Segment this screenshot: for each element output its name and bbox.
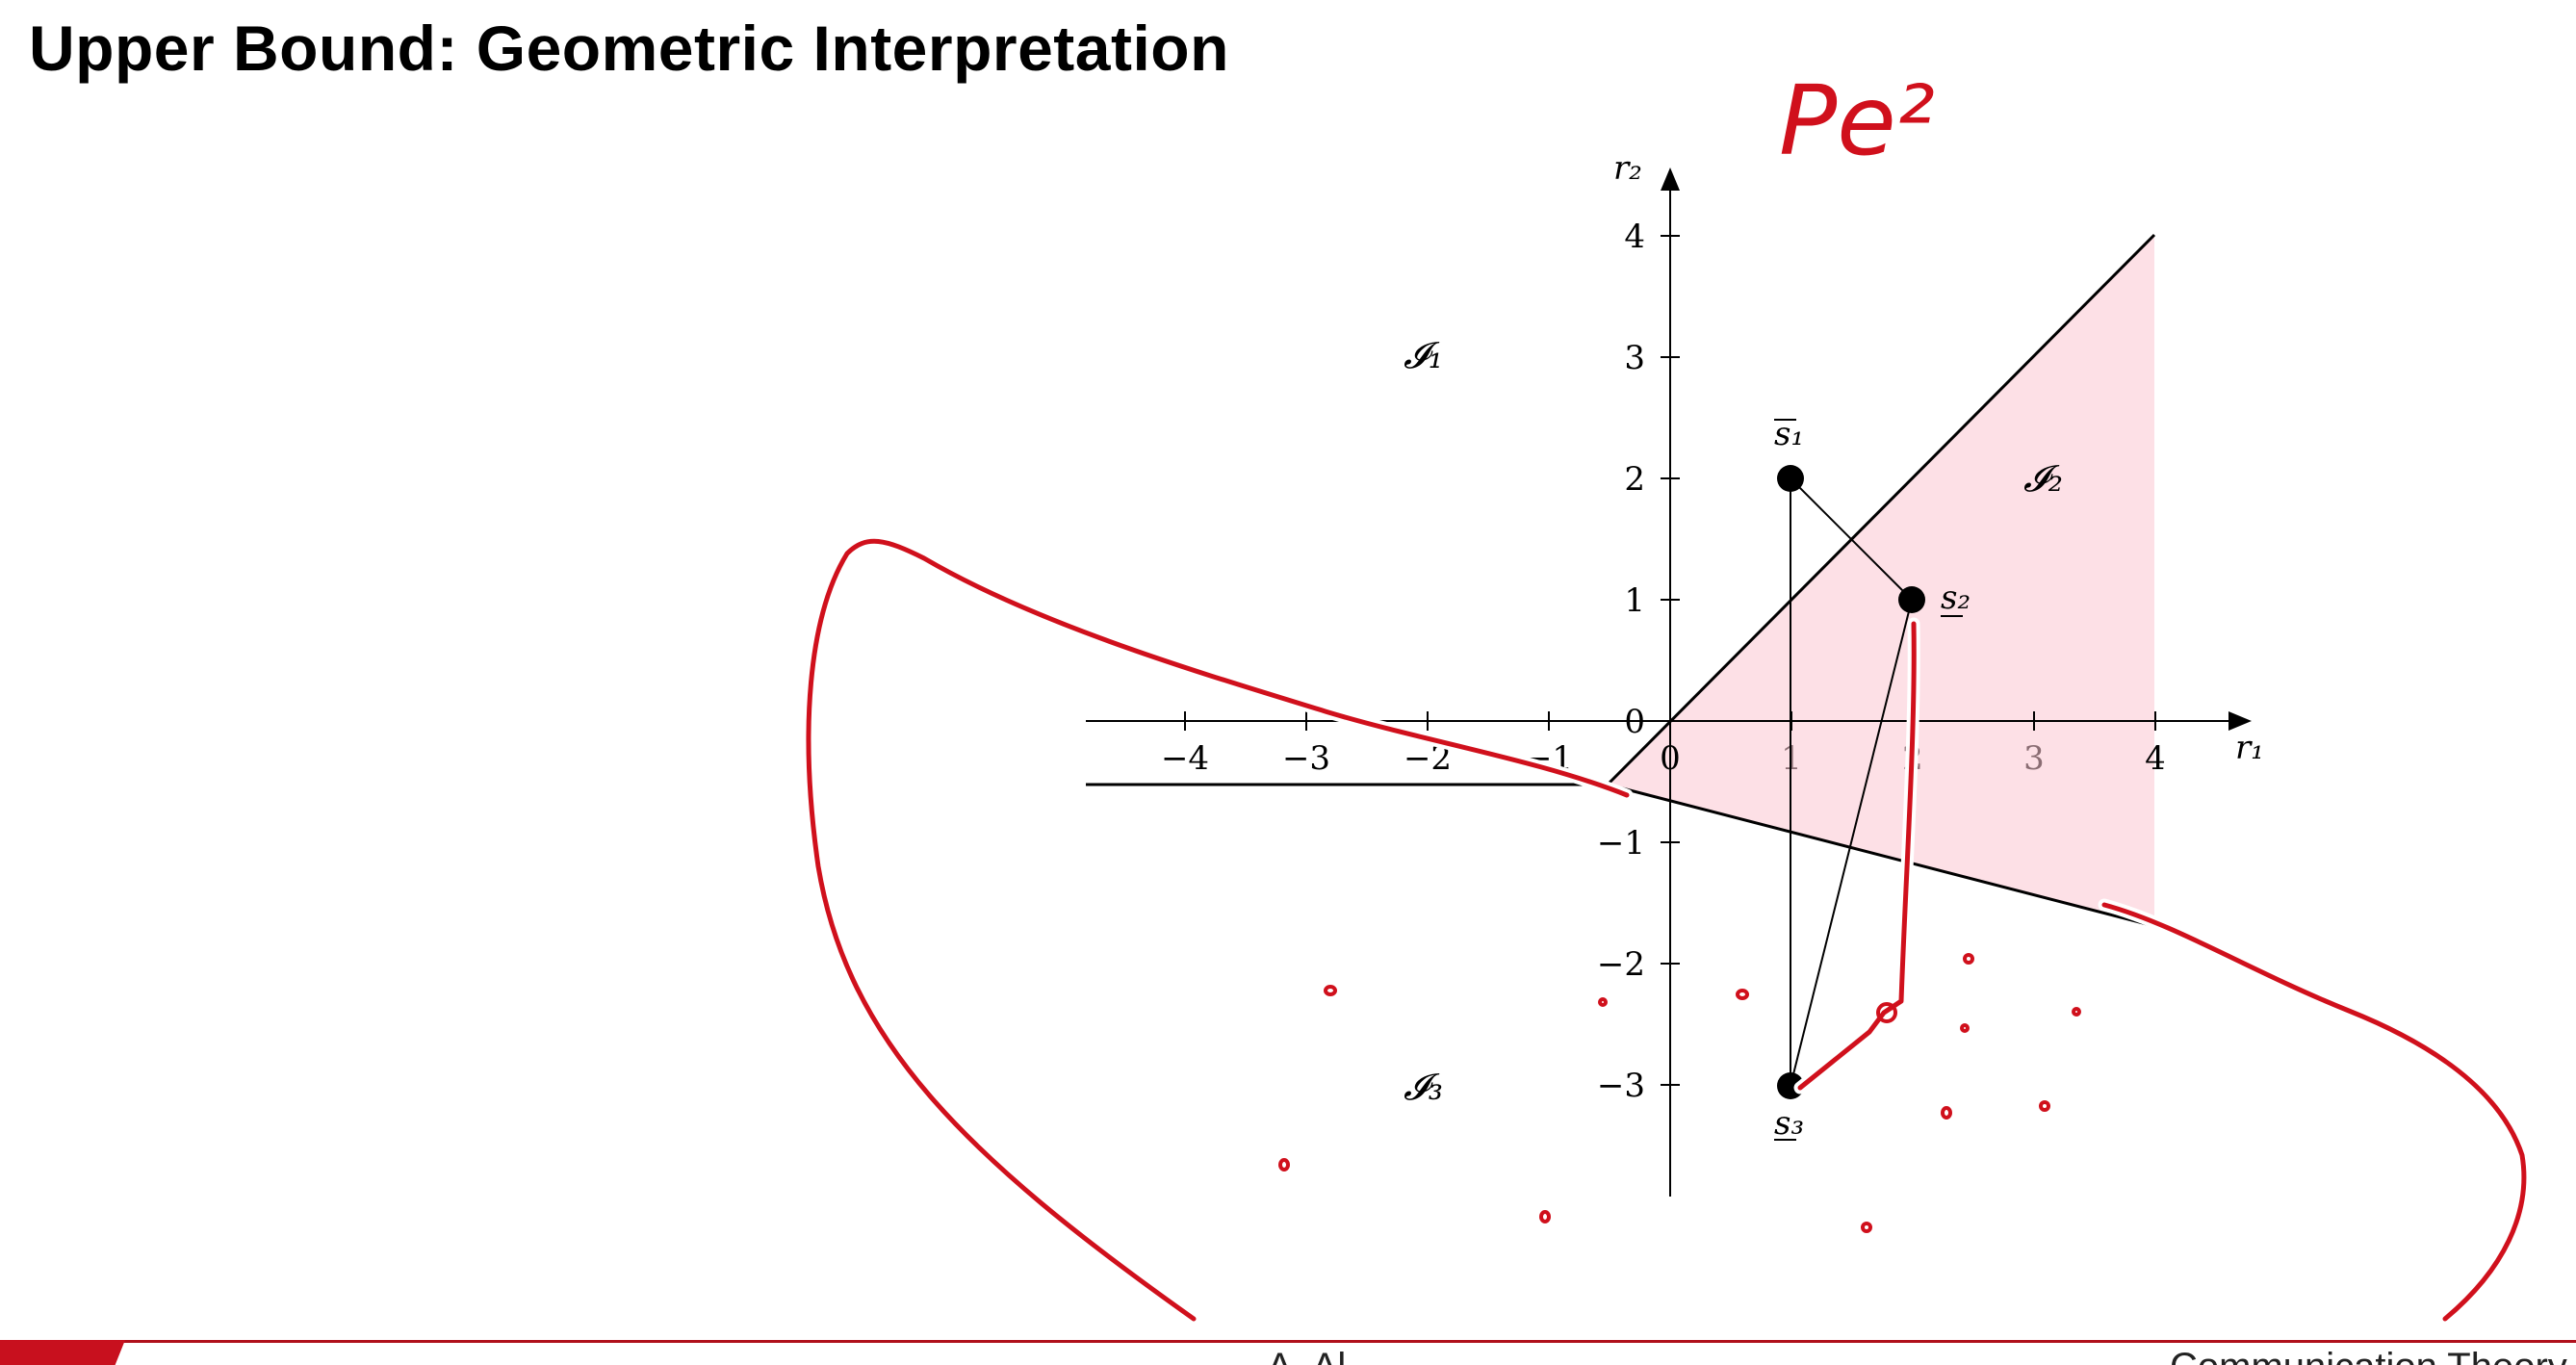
region-label-i3: 𝓘₃ bbox=[1404, 1066, 1443, 1108]
x-tick-label: 0 bbox=[1660, 739, 1681, 778]
point-s2 bbox=[1898, 586, 1925, 613]
point-label-s1: s₁ bbox=[1774, 415, 1804, 453]
svg-text:Pe²: Pe² bbox=[1779, 64, 1935, 177]
y-axis-label: r₂ bbox=[1613, 149, 1642, 188]
slide-footer: A. Al... Communication Theory I bbox=[0, 1340, 2576, 1365]
y-tick-label: 2 bbox=[1624, 460, 1645, 499]
boundary-lower bbox=[1607, 783, 2155, 928]
x-tick-label: 3 bbox=[2023, 739, 2045, 778]
ink-dots bbox=[1278, 953, 2081, 1233]
y-tick-label: 0 bbox=[1624, 703, 1645, 741]
x-tick-label: −3 bbox=[1282, 739, 1330, 778]
x-axis-label: r₁ bbox=[2235, 729, 2264, 767]
x-tick-label: −4 bbox=[1161, 739, 1209, 778]
svg-text:s₂: s₂ bbox=[1941, 579, 1971, 617]
y-tick-label: 4 bbox=[1624, 218, 1645, 256]
footer-rule bbox=[0, 1340, 2576, 1343]
boundary-diagonal bbox=[1606, 233, 2156, 786]
edge-s2-s3 bbox=[1790, 599, 1913, 1087]
ink-lasso-left bbox=[802, 534, 1634, 1326]
y-tick-label: −1 bbox=[1597, 824, 1645, 863]
region-i2-fill bbox=[1608, 235, 2154, 926]
handwritten-pe-squared: Pe² bbox=[1779, 64, 1935, 177]
ink-annotations bbox=[802, 534, 2531, 1326]
y-tick-label: 3 bbox=[1624, 339, 1645, 377]
ink-lasso-right bbox=[2098, 898, 2531, 1326]
region-label-i1: 𝓘₁ bbox=[1404, 334, 1443, 376]
svg-text:s₃: s₃ bbox=[1774, 1104, 1804, 1143]
y-tick-marks: 4 3 2 1 0 −1 −2 −3 bbox=[1597, 218, 1680, 1105]
footer-author: A. Al... bbox=[1267, 1346, 1378, 1365]
y-tick-label: 1 bbox=[1624, 581, 1645, 620]
footer-brand-tab bbox=[0, 1340, 125, 1365]
point-label-s3: s₃ bbox=[1774, 1104, 1804, 1143]
slide-title: Upper Bound: Geometric Interpretation bbox=[29, 13, 1229, 84]
point-s1 bbox=[1777, 465, 1804, 492]
point-label-s2: s₂ bbox=[1941, 579, 1971, 617]
x-tick-label: 4 bbox=[2145, 739, 2166, 778]
edge-s1-s2 bbox=[1790, 477, 1913, 601]
y-tick-label: −2 bbox=[1597, 945, 1645, 984]
footer-course: Communication Theory I bbox=[2170, 1346, 2576, 1365]
region-label-i2: 𝓘₂ bbox=[2023, 457, 2063, 500]
svg-text:s₁: s₁ bbox=[1774, 415, 1804, 453]
y-tick-label: −3 bbox=[1597, 1067, 1645, 1105]
